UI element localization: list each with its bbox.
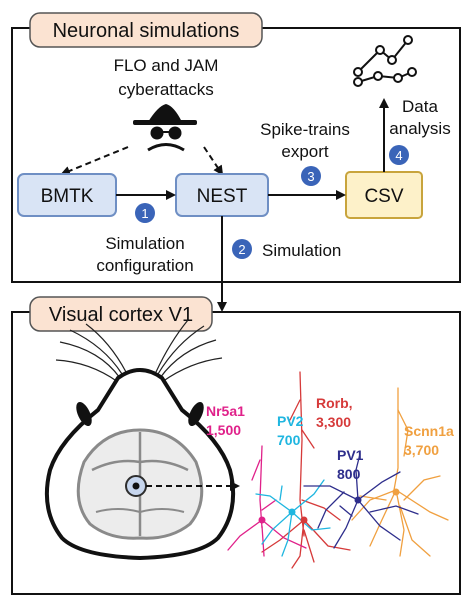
label-rorb-name: Rorb, bbox=[316, 395, 353, 411]
step1-label-line1: Simulation bbox=[105, 234, 184, 253]
label-pv2-name: PV2 bbox=[277, 413, 304, 429]
neuronal-simulations-title: Neuronal simulations bbox=[53, 20, 240, 42]
v1-location-dot bbox=[132, 482, 140, 490]
label-rorb-count: 3,300 bbox=[316, 414, 351, 430]
step4-number: 4 bbox=[395, 148, 402, 163]
attack-arrow-to-nest bbox=[203, 146, 224, 176]
label-pv1-count: 800 bbox=[337, 466, 361, 482]
neuron-nr5a1 bbox=[227, 445, 307, 557]
soma-pv2 bbox=[288, 508, 296, 516]
label-pv2-count: 700 bbox=[277, 432, 301, 448]
neuron-pv1 bbox=[303, 453, 419, 549]
neuron-pv2 bbox=[255, 479, 331, 557]
soma-rorb bbox=[300, 516, 308, 524]
step3-number: 3 bbox=[307, 169, 314, 184]
neuron-scnn1a bbox=[351, 387, 449, 557]
label-nr5a1-name: Nr5a1 bbox=[206, 403, 245, 419]
csv-label: CSV bbox=[364, 186, 403, 207]
step3-badge bbox=[301, 166, 321, 186]
soma-nr5a1 bbox=[258, 516, 266, 524]
visual-cortex-panel bbox=[11, 311, 461, 595]
hacker-icon bbox=[133, 104, 197, 152]
mouse-head-illustration bbox=[44, 319, 236, 561]
attack-arrow-to-bmtk bbox=[60, 146, 129, 176]
soma-scnn1a bbox=[392, 488, 400, 496]
line-chart-icon bbox=[353, 35, 417, 87]
step4-label-line1: Data bbox=[402, 97, 438, 116]
step4-badge bbox=[389, 145, 409, 165]
step3-label-line1: Spike-trains bbox=[260, 120, 350, 139]
step4-label-line2: analysis bbox=[389, 119, 450, 138]
step3-label-line2: export bbox=[281, 142, 329, 161]
step1-badge bbox=[135, 203, 155, 223]
label-scnn1a-count: 3,700 bbox=[404, 442, 439, 458]
visual-cortex-title: Visual cortex V1 bbox=[49, 304, 193, 326]
attack-label-line2: cyberattacks bbox=[118, 80, 213, 99]
nest-label: NEST bbox=[197, 186, 248, 207]
attack-label-line1: FLO and JAM bbox=[114, 56, 219, 75]
bmtk-label: BMTK bbox=[41, 186, 94, 207]
neuronal-simulations-title-box bbox=[29, 12, 263, 48]
step2-label: Simulation bbox=[262, 241, 341, 260]
step1-number: 1 bbox=[141, 206, 148, 221]
label-pv1-name: PV1 bbox=[337, 447, 364, 463]
step1-label-line2: configuration bbox=[96, 256, 193, 275]
step2-number: 2 bbox=[238, 242, 245, 257]
label-scnn1a-name: Scnn1a bbox=[404, 423, 454, 439]
soma-pv1 bbox=[354, 496, 362, 504]
visual-cortex-title-box bbox=[29, 296, 213, 332]
label-nr5a1-count: 1,500 bbox=[206, 422, 241, 438]
step2-badge bbox=[232, 239, 252, 259]
